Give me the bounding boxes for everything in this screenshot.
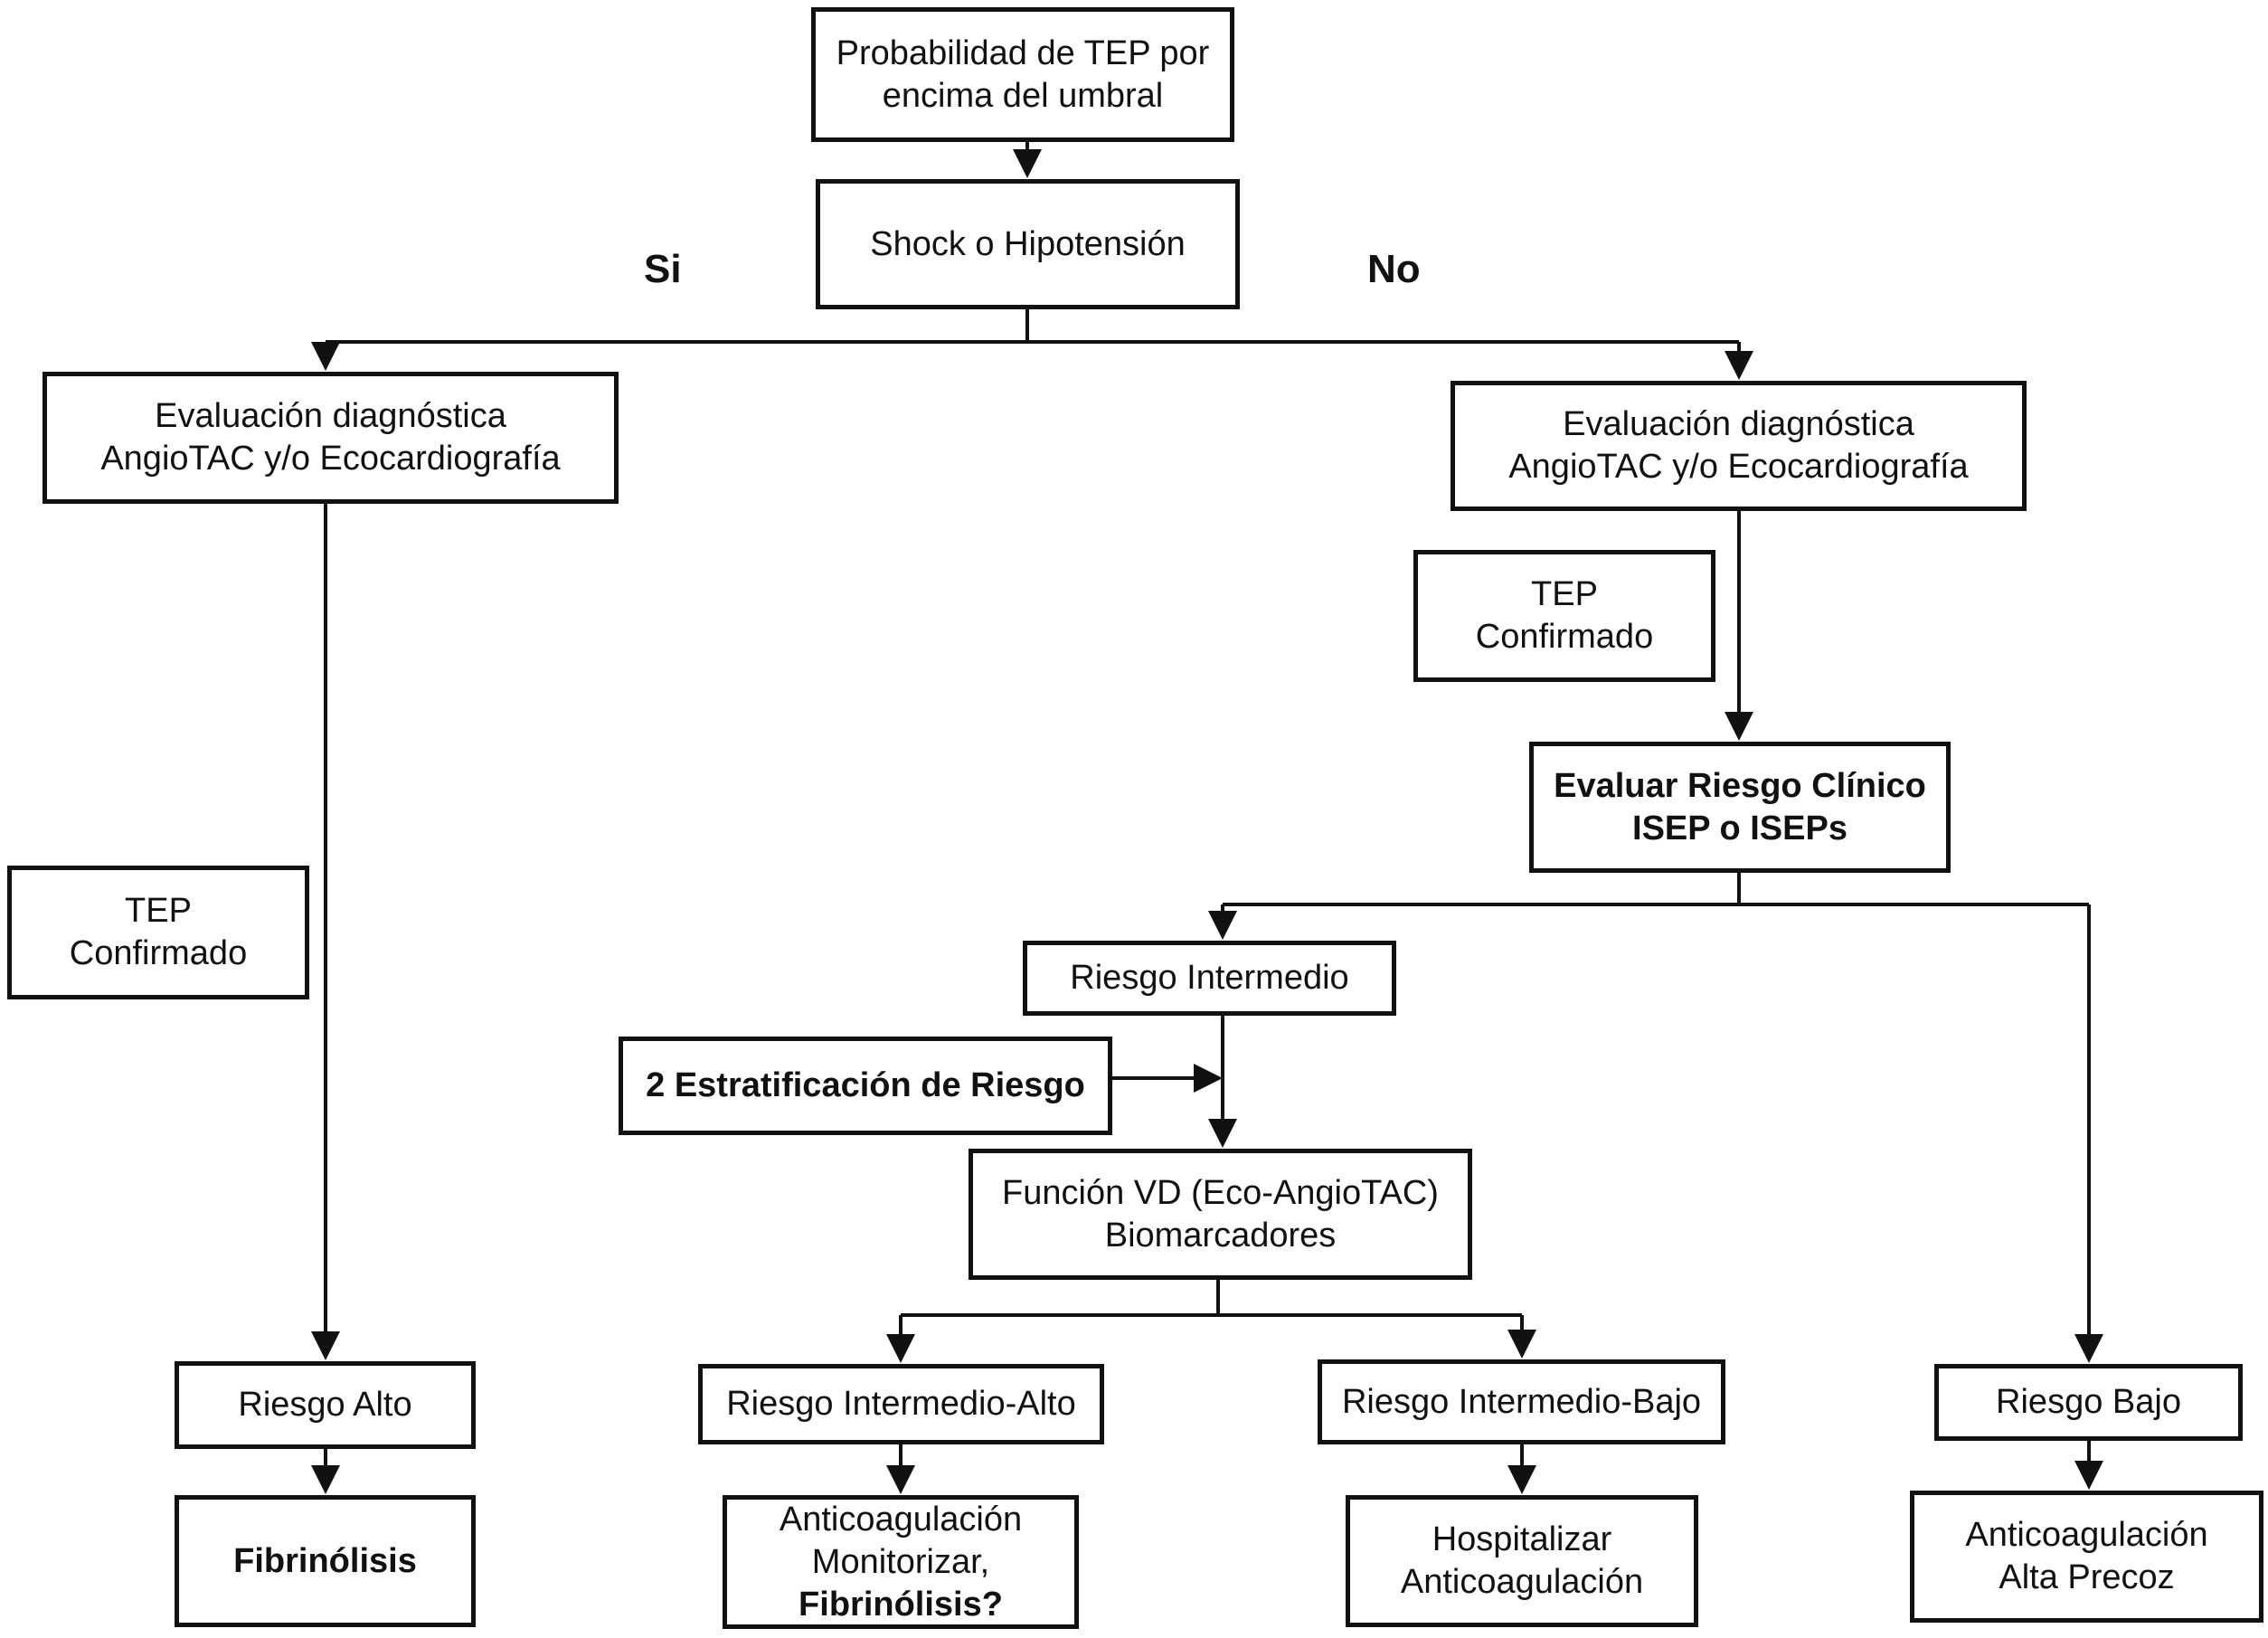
node-anticoagulacion-alta-precoz-line1: Anticoagulación	[1965, 1516, 2208, 1554]
node-riesgo-intermedio-bajo: Riesgo Intermedio-Bajo	[1318, 1359, 1725, 1444]
node-tep-confirmado-right: TEP Confirmado	[1413, 550, 1715, 682]
node-estratificacion-riesgo: 2 Estratificación de Riesgo	[619, 1037, 1112, 1135]
node-anticoagulacion-monitorizar-line1: Anticoagulación	[779, 1500, 1023, 1539]
node-tep-confirmado-left-line1: TEP	[125, 892, 192, 930]
node-funcion-vd-line2: Biomarcadores	[1104, 1216, 1337, 1255]
node-probabilidad-tep-line2: encima del umbral	[882, 76, 1164, 115]
node-evaluacion-diagnostica-right-line2: AngioTAC y/o Ecocardiografía	[1508, 448, 1969, 486]
node-riesgo-intermedio-bajo-line1: Riesgo Intermedio-Bajo	[1341, 1382, 1702, 1421]
node-shock-hipotension-line1: Shock o Hipotensión	[870, 224, 1186, 263]
node-tep-confirmado-right-line1: TEP	[1531, 575, 1598, 613]
node-riesgo-intermedio-alto: Riesgo Intermedio-Alto	[698, 1364, 1104, 1444]
node-riesgo-intermedio: Riesgo Intermedio	[1023, 941, 1396, 1016]
node-probabilidad-tep-line1: Probabilidad de TEP por	[836, 33, 1210, 72]
node-riesgo-intermedio-line1: Riesgo Intermedio	[1070, 959, 1349, 997]
node-hospitalizar-anticoagulacion: Hospitalizar Anticoagulación	[1346, 1495, 1698, 1627]
node-evaluacion-diagnostica-right: Evaluación diagnóstica AngioTAC y/o Ecoc…	[1451, 381, 2027, 511]
node-shock-hipotension: Shock o Hipotensión	[816, 179, 1240, 309]
node-hospitalizar-anticoagulacion-line1: Hospitalizar	[1432, 1520, 1612, 1558]
node-tep-confirmado-left-line2: Confirmado	[69, 934, 248, 972]
node-tep-confirmado-right-line2: Confirmado	[1475, 618, 1654, 656]
node-funcion-vd: Función VD (Eco-AngioTAC) Biomarcadores	[969, 1149, 1472, 1280]
node-riesgo-bajo: Riesgo Bajo	[1934, 1364, 2243, 1441]
node-evaluacion-diagnostica-left-line1: Evaluación diagnóstica	[155, 397, 506, 435]
node-hospitalizar-anticoagulacion-line2: Anticoagulación	[1400, 1563, 1644, 1601]
node-estratificacion-riesgo-line1: 2 Estratificación de Riesgo	[646, 1066, 1085, 1104]
node-riesgo-alto-line1: Riesgo Alto	[238, 1386, 412, 1424]
node-evaluar-riesgo-clinico-line2: ISEP o ISEPs	[1632, 809, 1847, 847]
node-anticoagulacion-alta-precoz-line2: Alta Precoz	[1999, 1558, 2175, 1596]
node-fibrinolisis: Fibrinólisis	[175, 1495, 476, 1627]
node-funcion-vd-line1: Función VD (Eco-AngioTAC)	[1002, 1173, 1439, 1212]
node-riesgo-bajo-line1: Riesgo Bajo	[1996, 1383, 2181, 1421]
node-evaluar-riesgo-clinico: Evaluar Riesgo Clínico ISEP o ISEPs	[1529, 742, 1951, 873]
node-anticoagulacion-monitorizar-line2: Monitorizar,	[811, 1542, 990, 1581]
branch-label-si: Si	[644, 247, 682, 291]
node-evaluacion-diagnostica-left: Evaluación diagnóstica AngioTAC y/o Ecoc…	[43, 372, 619, 504]
node-tep-confirmado-left: TEP Confirmado	[7, 866, 309, 999]
node-probabilidad-tep: Probabilidad de TEP por encima del umbra…	[811, 7, 1234, 142]
node-fibrinolisis-line1: Fibrinólisis	[233, 1541, 417, 1580]
node-evaluar-riesgo-clinico-line1: Evaluar Riesgo Clínico	[1554, 766, 1926, 805]
node-riesgo-intermedio-alto-line1: Riesgo Intermedio-Alto	[726, 1385, 1076, 1423]
node-evaluacion-diagnostica-left-line2: AngioTAC y/o Ecocardiografía	[100, 440, 561, 478]
node-evaluacion-diagnostica-right-line1: Evaluación diagnóstica	[1563, 405, 1914, 443]
node-riesgo-alto: Riesgo Alto	[175, 1361, 476, 1449]
branch-label-no: No	[1367, 247, 1421, 291]
node-anticoagulacion-monitorizar-line3: Fibrinólisis?	[799, 1585, 1003, 1624]
node-anticoagulacion-alta-precoz: Anticoagulación Alta Precoz	[1910, 1491, 2263, 1623]
node-anticoagulacion-monitorizar: Anticoagulación Monitorizar, Fibrinólisi…	[723, 1495, 1079, 1629]
